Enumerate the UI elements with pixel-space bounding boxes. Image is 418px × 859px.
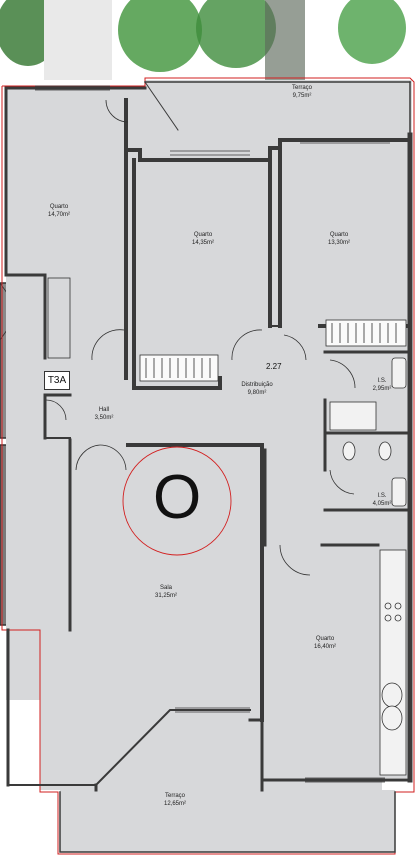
unit-code-tag: T3A bbox=[44, 371, 70, 390]
room-name: Quarto bbox=[193, 232, 213, 238]
room-label-is-2: I.S. 4,05m² bbox=[373, 493, 392, 508]
walls bbox=[4, 81, 413, 853]
room-label-sala: Sala 31,25m² bbox=[155, 585, 177, 600]
room-area: 16,40m² bbox=[313, 643, 337, 650]
level-mark: 2.27 bbox=[266, 362, 282, 371]
room-name: Quarto bbox=[329, 232, 349, 238]
wardrobes bbox=[47, 277, 407, 382]
windows bbox=[35, 85, 390, 783]
room-name: Quarto bbox=[315, 636, 335, 642]
room-area: 12,65m² bbox=[163, 800, 187, 807]
orientation-circle bbox=[122, 446, 232, 556]
room-name: Terraço bbox=[164, 793, 186, 799]
room-label-quarto-4: Quarto 16,40m² bbox=[314, 636, 336, 651]
room-label-quarto-3: Quarto 13,30m² bbox=[328, 232, 350, 247]
room-area: 4,05m² bbox=[372, 500, 392, 507]
room-name: Sala bbox=[159, 585, 173, 591]
room-name: Terraço bbox=[291, 85, 313, 91]
room-name: Hall bbox=[98, 407, 110, 413]
room-label-is-1: I.S. 2,95m² bbox=[373, 378, 392, 393]
room-label-hall: Hall 3,50m² bbox=[95, 407, 114, 422]
room-area: 3,50m² bbox=[94, 414, 114, 421]
door-swings bbox=[45, 99, 356, 576]
room-name: I.S. bbox=[377, 378, 387, 384]
room-name: I.S. bbox=[377, 493, 387, 499]
room-area: 9,80m² bbox=[247, 389, 267, 396]
room-label-quarto-1: Quarto 14,70m² bbox=[48, 204, 70, 219]
apartment-floor bbox=[6, 80, 412, 852]
room-name: Distribuição bbox=[241, 382, 273, 388]
room-area: 14,70m² bbox=[47, 211, 71, 218]
room-area: 13,30m² bbox=[327, 239, 351, 246]
room-area: 14,35m² bbox=[191, 239, 215, 246]
room-area: 9,75m² bbox=[292, 92, 312, 99]
trees bbox=[0, 0, 406, 80]
room-name: Quarto bbox=[49, 204, 69, 210]
room-area: 31,25m² bbox=[154, 592, 178, 599]
room-label-quarto-2: Quarto 14,35m² bbox=[192, 232, 214, 247]
room-label-terraco-bottom: Terraço 12,65m² bbox=[164, 793, 186, 808]
room-label-distribuicao: Distribuição 9,80m² bbox=[241, 382, 272, 397]
room-area: 2,95m² bbox=[372, 385, 392, 392]
bathroom-fixtures bbox=[329, 357, 407, 776]
orientation-letter: O bbox=[153, 463, 202, 532]
room-label-terraco-top: Terraço 9,75m² bbox=[292, 85, 312, 100]
